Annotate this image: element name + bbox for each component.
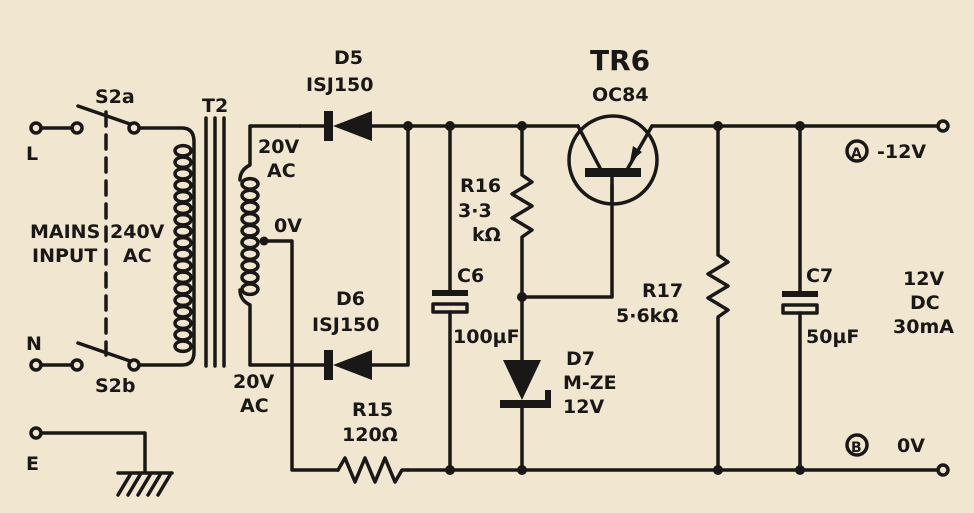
centre-tap-label: 0V xyxy=(274,215,302,237)
tr6-label: TR6 xyxy=(590,44,650,77)
coil-turn xyxy=(173,212,193,227)
coil-turn xyxy=(173,247,193,262)
coil-turn xyxy=(173,178,193,193)
output-spec-2: DC xyxy=(910,292,940,314)
mains-label-2: INPUT xyxy=(32,245,97,267)
d6-type: ISJ150 xyxy=(312,314,379,336)
coil-turn xyxy=(240,188,260,203)
coil-turn xyxy=(173,281,193,296)
coil-turn xyxy=(173,258,193,273)
coil-turn xyxy=(173,339,193,354)
zener-d7 xyxy=(500,295,551,472)
coil-turn xyxy=(173,166,193,181)
s2a-label: S2a xyxy=(95,86,135,108)
terminal-e-label: E xyxy=(26,453,39,475)
tr6-type: OC84 xyxy=(592,84,649,106)
s2b-label: S2b xyxy=(95,375,136,397)
d5-type: ISJ150 xyxy=(306,74,373,96)
r16-value-1: 3·3 xyxy=(458,200,492,222)
coil-turn xyxy=(173,235,193,250)
resistor-r15 xyxy=(336,456,410,484)
coil-turn xyxy=(173,201,193,216)
coil-turn xyxy=(240,258,260,273)
terminal-b-marker xyxy=(845,433,869,457)
secondary-top-ac: AC xyxy=(267,160,296,182)
coil-turn xyxy=(240,282,260,297)
output-a-voltage: -12V xyxy=(877,141,926,163)
junction-dots xyxy=(403,121,805,475)
transistor-tr6 xyxy=(567,114,659,206)
terminal-a-letter: A xyxy=(851,146,862,162)
primary-winding xyxy=(173,143,193,354)
c6-value: 100µF xyxy=(453,326,520,348)
c7-label: C7 xyxy=(806,265,833,287)
coil-turn xyxy=(173,155,193,170)
resistor-r16 xyxy=(510,124,534,299)
output-terminal-a xyxy=(936,119,950,133)
mains-input-section xyxy=(29,104,174,497)
coil-turn xyxy=(173,327,193,342)
r15-label: R15 xyxy=(352,399,393,421)
d5-label: D5 xyxy=(334,47,363,69)
r16-value-2: kΩ xyxy=(472,224,501,246)
diode-d6 xyxy=(324,124,410,380)
secondary-top-voltage: 20V xyxy=(258,136,299,158)
switch-s2a-blade xyxy=(76,104,132,126)
coil-turn xyxy=(240,223,260,238)
secondary-bottom-voltage: 20V xyxy=(233,371,274,393)
output-spec-3: 30mA xyxy=(893,316,954,338)
coil-turn xyxy=(173,293,193,308)
coil-turn xyxy=(173,316,193,331)
output-terminal-b xyxy=(936,463,950,477)
resistor-r17 xyxy=(706,124,730,472)
terminal-l-label: L xyxy=(26,143,38,165)
capacitor-c7 xyxy=(781,124,819,472)
d6-label: D6 xyxy=(336,288,365,310)
earth-hatch-icon xyxy=(116,473,172,497)
secondary-winding xyxy=(240,176,260,297)
capacitor-c6 xyxy=(431,124,469,472)
d7-label: D7 xyxy=(566,348,595,370)
mains-label-1: MAINS xyxy=(30,221,100,243)
r15-value: 120Ω xyxy=(342,424,398,446)
coil-turn xyxy=(173,304,193,319)
d7-voltage: 12V xyxy=(563,396,604,418)
coil-turn xyxy=(240,235,260,250)
diode-d5 xyxy=(298,111,372,141)
switch-s2b-blade xyxy=(76,341,132,363)
t2-label: T2 xyxy=(202,95,228,117)
secondary-bottom-ac: AC xyxy=(240,395,269,417)
d7-type: M-ZE xyxy=(563,372,617,394)
c6-label: C6 xyxy=(457,265,484,287)
coil-turn xyxy=(240,176,260,191)
coil-turn xyxy=(240,270,260,285)
output-b-voltage: 0V xyxy=(897,435,925,457)
primary-ac: AC xyxy=(123,245,152,267)
coil-turn xyxy=(240,211,260,226)
primary-voltage: 240V xyxy=(110,221,165,243)
transformer-t2 xyxy=(137,116,340,472)
coil-turn xyxy=(173,270,193,285)
c7-value: 50µF xyxy=(806,326,859,348)
terminal-n-label: N xyxy=(26,333,42,355)
coil-turn xyxy=(173,189,193,204)
terminal-a-marker xyxy=(845,139,869,163)
output-spec-1: 12V xyxy=(903,268,944,290)
r17-label: R17 xyxy=(642,280,683,302)
coil-turn xyxy=(240,247,260,262)
coil-turn xyxy=(173,143,193,158)
terminal-b-letter: B xyxy=(851,440,862,456)
coil-turn xyxy=(173,224,193,239)
r16-label: R16 xyxy=(460,175,501,197)
coil-turn xyxy=(240,200,260,215)
r17-value: 5·6kΩ xyxy=(616,305,678,327)
